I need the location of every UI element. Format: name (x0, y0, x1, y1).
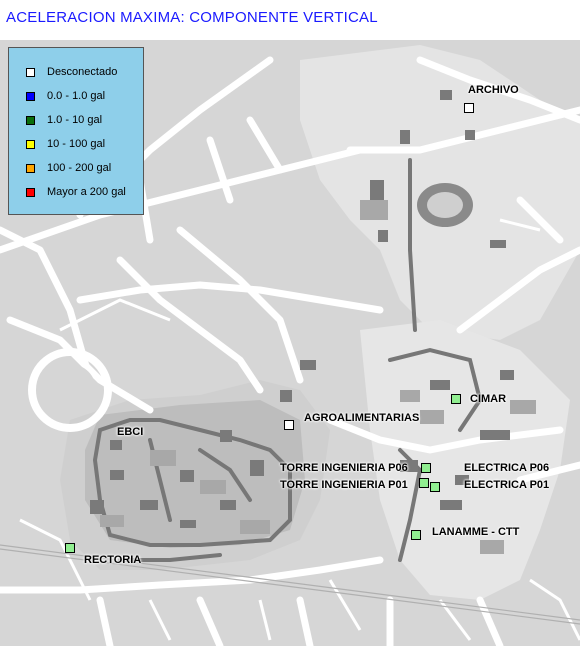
station-marker-rectoria[interactable] (65, 543, 75, 553)
station-label-electrica-p01: ELECTRICA P01 (464, 479, 550, 491)
station-label-electrica-p06: ELECTRICA P06 (464, 462, 550, 474)
legend-label: 0.0 - 1.0 gal (47, 90, 106, 102)
station-marker-electrica[interactable] (430, 482, 440, 492)
station-marker-archivo[interactable] (464, 103, 474, 113)
legend-item-10-100: 10 - 100 gal (26, 137, 105, 151)
legend: Desconectado 0.0 - 1.0 gal 1.0 - 10 gal … (8, 47, 144, 215)
legend-swatch (26, 139, 35, 149)
station-label-torre-ingenieria-p06: TORRE INGENIERIA P06 (280, 462, 408, 474)
station-label-rectoria: RECTORIA (84, 554, 142, 566)
station-label-cimar: CIMAR (470, 393, 507, 405)
station-label-torre-ingenieria-p01: TORRE INGENIERIA P01 (280, 479, 408, 491)
legend-item-100-200: 100 - 200 gal (26, 161, 111, 175)
legend-item-over-200: Mayor a 200 gal (26, 185, 126, 199)
station-marker-agroalimentarias[interactable] (284, 420, 294, 430)
legend-label: Desconectado (47, 66, 118, 78)
legend-label: 1.0 - 10 gal (47, 114, 103, 126)
station-label-agroalimentarias: AGROALIMENTARIAS (304, 412, 420, 424)
legend-label: Mayor a 200 gal (47, 186, 126, 198)
station-label-ebci: EBCI (117, 426, 144, 438)
station-marker-torre-ingenieria-p06[interactable] (421, 463, 431, 473)
map-title: ACELERACION MAXIMA: COMPONENTE VERTICAL (6, 9, 378, 26)
legend-item-1-10: 1.0 - 10 gal (26, 113, 102, 127)
legend-item-disconnected: Desconectado (26, 65, 117, 79)
legend-item-0-1: 0.0 - 1.0 gal (26, 89, 105, 103)
legend-swatch (26, 115, 35, 125)
station-label-lanamme-ctt: LANAMME - CTT (432, 526, 520, 538)
station-marker-torre-ingenieria-p01[interactable] (419, 478, 429, 488)
legend-swatch (26, 163, 35, 173)
legend-label: 100 - 200 gal (47, 162, 112, 174)
legend-label: 10 - 100 gal (47, 138, 106, 150)
legend-swatch (26, 91, 35, 101)
station-marker-cimar[interactable] (451, 394, 461, 404)
station-label-archivo: ARCHIVO (468, 84, 519, 96)
legend-swatch (26, 187, 35, 197)
legend-swatch (26, 67, 35, 77)
station-marker-lanamme-ctt[interactable] (411, 530, 421, 540)
